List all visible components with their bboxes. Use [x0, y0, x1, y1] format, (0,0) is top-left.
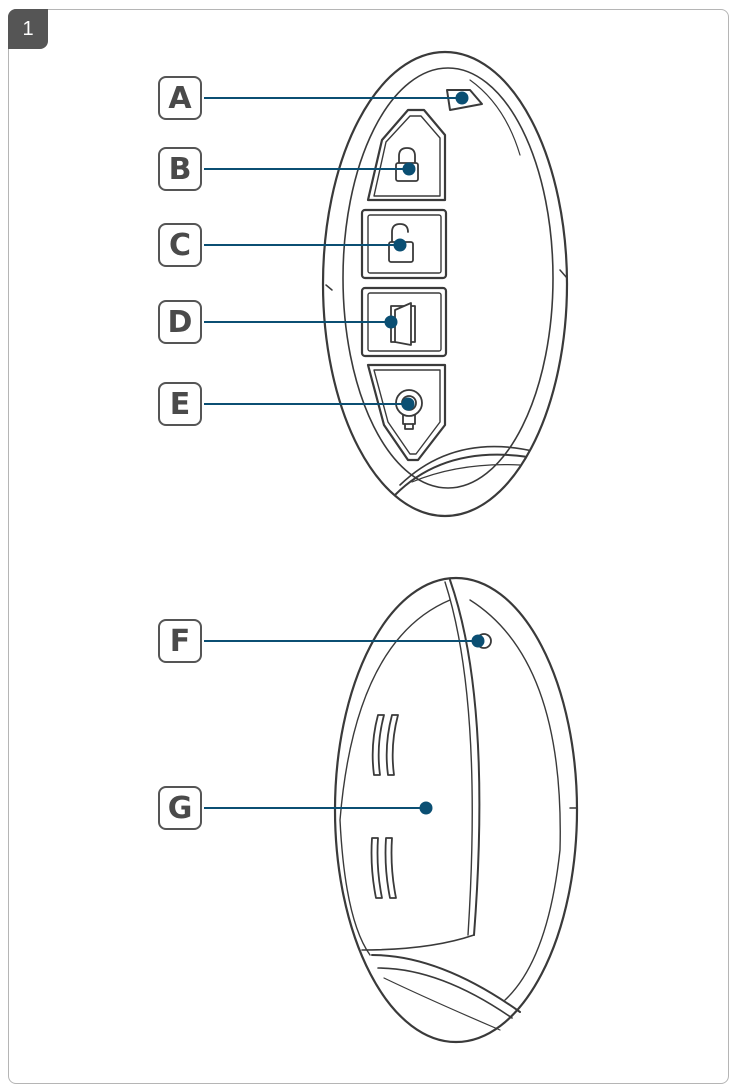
leader-lines	[204, 91, 485, 815]
led-window-a	[446, 89, 483, 111]
callout-e: E	[158, 382, 202, 426]
callout-c: C	[158, 223, 202, 267]
button-b-lock[interactable]	[366, 108, 447, 202]
figure-number-badge: 1	[8, 9, 48, 49]
back-cover-edge	[449, 579, 481, 936]
back-outer-shell	[333, 576, 579, 1044]
callout-g: G	[158, 786, 202, 830]
keyfob-back-view	[333, 576, 579, 1044]
front-bottom-cap	[394, 445, 546, 496]
callout-d: D	[158, 300, 202, 344]
figure-frame	[8, 9, 729, 1084]
speaker-grille	[370, 714, 399, 899]
callout-b: B	[158, 147, 202, 191]
callout-a: A	[158, 76, 202, 120]
callout-f: F	[158, 619, 202, 663]
front-inner-rim	[342, 67, 554, 489]
keyfob-front-view	[321, 50, 569, 518]
front-outer-shell	[321, 50, 569, 518]
